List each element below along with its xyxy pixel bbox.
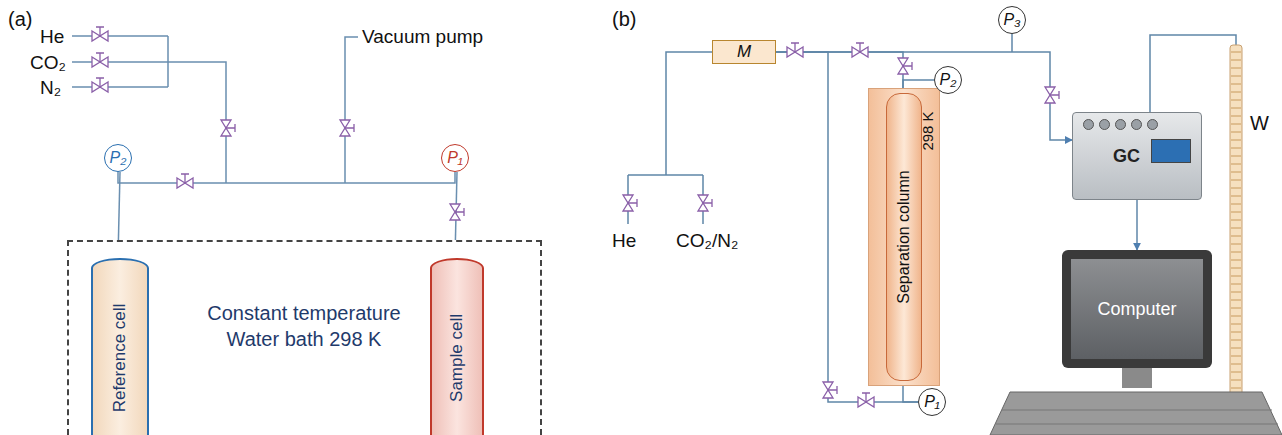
pipe-connector <box>1136 200 1138 250</box>
node-text: Constant temperature Water bath 298 K <box>197 300 411 352</box>
node-text: P₂ <box>110 149 127 167</box>
node-text: Sample cell <box>447 314 467 402</box>
pressure-gauge: P₂ <box>104 144 132 172</box>
pressure-gauge: P₁ <box>918 388 946 416</box>
gc-port <box>1131 119 1142 130</box>
water-bath: Constant temperature Water bath 298 K Ref… <box>67 240 542 435</box>
separation-column: Separation column <box>886 93 922 381</box>
node-text: Separation column <box>895 170 913 303</box>
text-label: CO₂/N₂ <box>676 230 738 252</box>
node-text: GC <box>1113 146 1140 167</box>
reference-cell: Reference cell <box>91 258 149 435</box>
pipe-connector <box>118 172 455 183</box>
node-text: P₁ <box>447 149 463 167</box>
gc-port <box>1083 119 1094 130</box>
pipe-connector <box>776 52 903 93</box>
pressure-gauge: P₁ <box>441 144 469 172</box>
temperature-jacket: 298 KSeparation column <box>868 88 940 386</box>
sample-cell: Sample cell <box>430 258 484 435</box>
text-label: Vacuum pump <box>362 26 483 48</box>
gas-chromatograph: GC <box>1072 112 1202 200</box>
text-label: (b) <box>612 8 636 31</box>
gc-port <box>1099 119 1110 130</box>
computer-monitor: Computer <box>1062 250 1212 368</box>
mixer-box: M <box>712 40 776 64</box>
pressure-gauge: P₃ <box>998 6 1026 34</box>
gc-display <box>1151 139 1191 163</box>
node-text: M <box>737 42 751 62</box>
monitor-screen: Computer <box>1071 259 1203 359</box>
text-label: He <box>612 230 636 252</box>
node-text: P₁ <box>924 393 940 411</box>
text-label: CO₂ <box>30 52 66 74</box>
text-label: N₂ <box>40 77 61 99</box>
node-text: P₃ <box>1003 11 1020 29</box>
node-text: P₂ <box>940 71 957 89</box>
text-label: W <box>1250 112 1269 135</box>
pressure-gauge: P₂ <box>934 66 962 94</box>
text-label: (a) <box>8 8 32 31</box>
gc-port <box>1147 119 1158 130</box>
text-label: He <box>40 26 64 48</box>
gc-port <box>1115 119 1126 130</box>
node-text: Computer <box>1097 299 1176 320</box>
node-text: Reference cell <box>110 304 130 413</box>
